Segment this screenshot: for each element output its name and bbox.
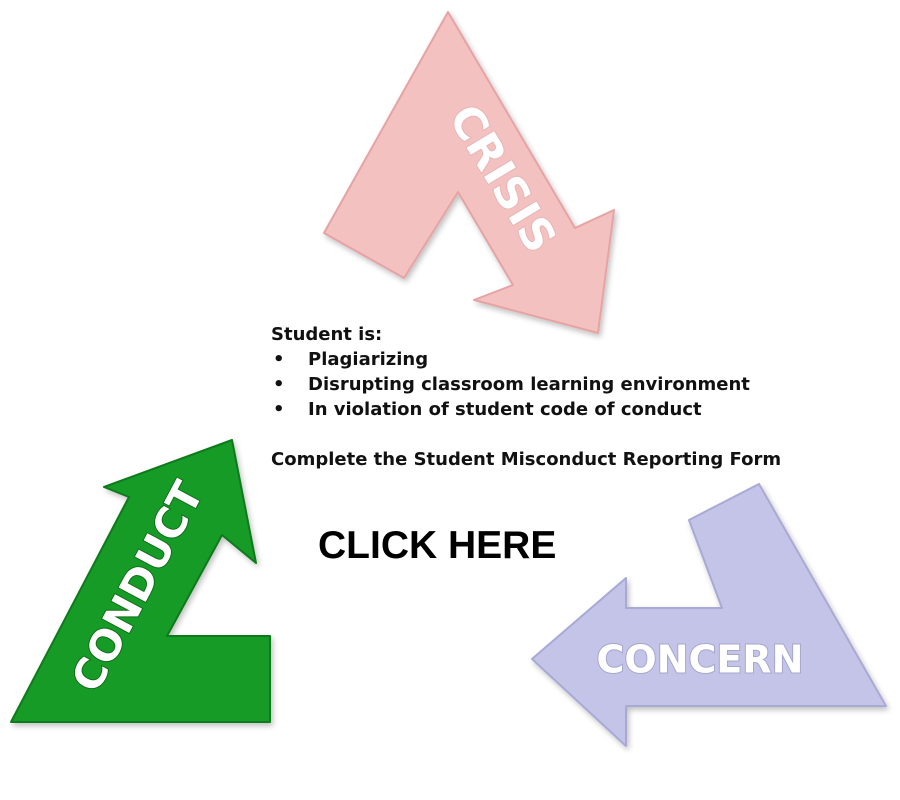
misconduct-list: • Plagiarizing • Disrupting classroom le… <box>271 347 831 422</box>
list-item: • In violation of student code of conduc… <box>271 397 831 422</box>
bullet-glyph: • <box>273 374 285 395</box>
conduct-arrow: CONDUCT <box>10 439 271 723</box>
info-heading: Student is: <box>271 324 383 345</box>
form-instruction: Complete the Student Misconduct Reportin… <box>271 449 782 470</box>
list-item: • Plagiarizing <box>271 347 831 372</box>
list-item-text: Plagiarizing <box>308 349 429 370</box>
list-item: • Disrupting classroom learning environm… <box>271 372 831 397</box>
concern-arrow: CONCERN <box>531 483 887 747</box>
misconduct-info: Student is: • Plagiarizing • Disrupting … <box>271 322 831 472</box>
crisis-arrow: CRISIS <box>323 11 615 334</box>
bullet-glyph: • <box>273 399 285 420</box>
click-here-link[interactable]: CLICK HERE <box>318 524 557 567</box>
list-item-text: Disrupting classroom learning environmen… <box>308 374 750 395</box>
concern-arrow-label: CONCERN <box>597 638 804 682</box>
list-item-text: In violation of student code of conduct <box>308 399 702 420</box>
bullet-glyph: • <box>273 349 285 370</box>
